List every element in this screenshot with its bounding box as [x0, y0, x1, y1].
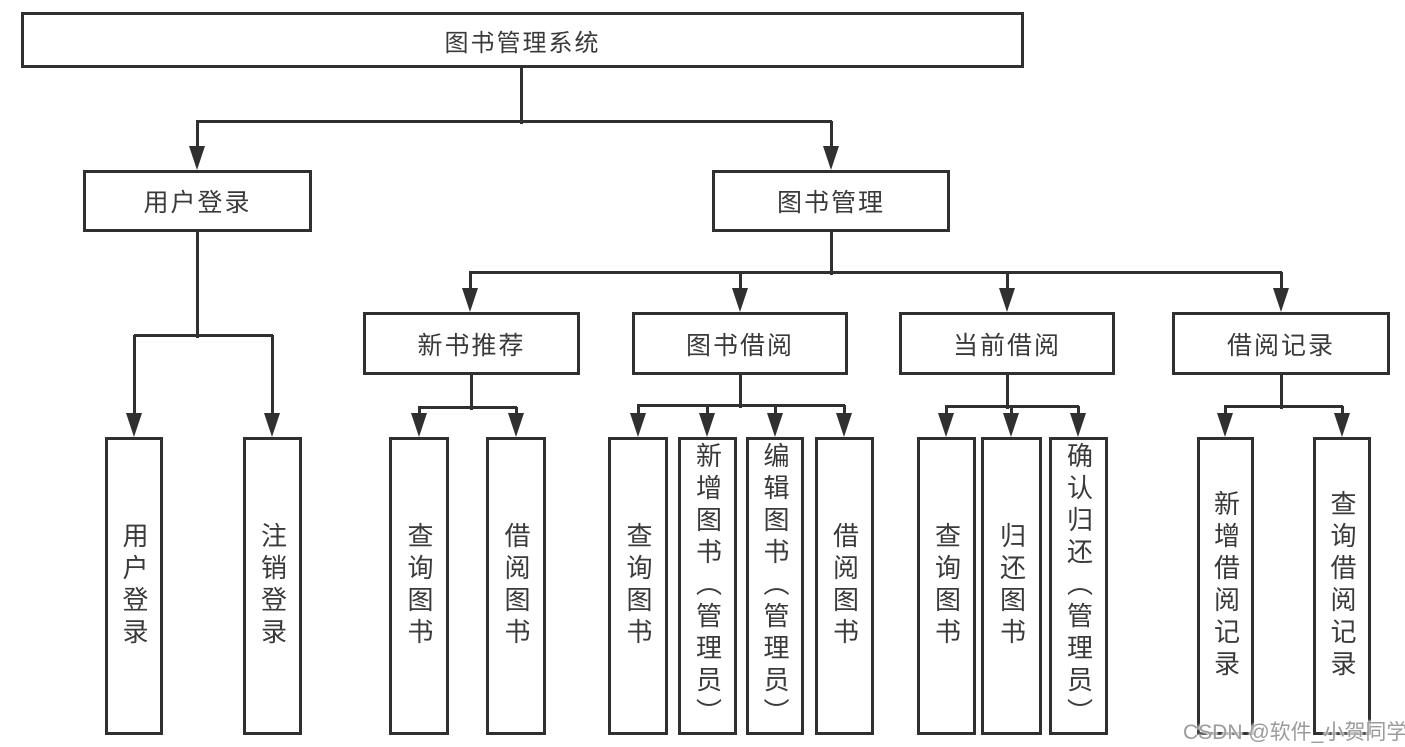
arrow-head-icon [767, 413, 783, 437]
arrow-head-icon [1273, 288, 1289, 312]
connector-line [469, 270, 1282, 274]
leaf-query-books-current: 查询图书 [917, 437, 976, 735]
leaf-return-book: 归还图书 [981, 437, 1042, 735]
connector-line [1223, 406, 1227, 419]
arrow-head-icon [126, 413, 142, 437]
arrow-head-icon [938, 413, 954, 437]
connector-line [270, 335, 274, 419]
leaf-edit-book-admin: 编辑图书（管理员） [746, 437, 804, 735]
leaf-query-books-borrowing: 查询图书 [608, 437, 668, 735]
arrow-head-icon [189, 146, 205, 170]
node-book-management: 图书管理 [712, 170, 950, 232]
arrow-head-icon [1217, 413, 1233, 437]
leaf-borrow-books: 借阅图书 [815, 437, 874, 735]
connector-line [519, 68, 523, 124]
connector-line [738, 375, 742, 408]
leaf-add-book-admin: 新增图书（管理员） [678, 437, 737, 735]
arrow-head-icon [462, 288, 478, 312]
node-label: 查询图书 [404, 522, 434, 650]
node-label: 借阅图书 [501, 522, 531, 650]
arrow-head-icon [823, 146, 839, 170]
arrow-head-icon [1003, 413, 1019, 437]
node-label: 图书管理 [776, 189, 885, 217]
node-label: 注销登录 [257, 522, 288, 650]
connector-line [1005, 375, 1009, 409]
arrow-head-icon [508, 413, 524, 437]
node-borrowing-records: 借阅记录 [1172, 312, 1390, 375]
connector-line [1224, 404, 1343, 408]
connector-line [738, 272, 742, 295]
node-label: 查询图书 [623, 522, 653, 650]
connector-line [1009, 406, 1013, 419]
connector-line [842, 405, 846, 419]
connector-line [195, 121, 199, 152]
connector-line [468, 272, 472, 295]
connector-line [1005, 272, 1009, 295]
node-label: 新增借阅记录 [1210, 490, 1241, 682]
arrow-head-icon [732, 288, 748, 312]
connector-line [1279, 272, 1283, 295]
connector-line [1279, 375, 1283, 409]
node-label: 归还图书 [996, 522, 1027, 650]
arrow-head-icon [999, 288, 1015, 312]
connector-line [1076, 406, 1080, 419]
node-book-borrowing: 图书借阅 [632, 312, 848, 375]
leaf-borrow-books-recommend: 借阅图书 [486, 437, 546, 735]
connector-line [469, 375, 473, 410]
arrow-head-icon [411, 413, 427, 437]
node-user-login: 用户登录 [83, 170, 312, 232]
arrow-head-icon [630, 413, 646, 437]
csdn-watermark: CSDN @软件_小贺同学 [1183, 721, 1405, 744]
node-label: 借阅记录 [1226, 331, 1335, 360]
node-current-borrowing: 当前借阅 [899, 312, 1115, 375]
arrow-head-icon [699, 413, 715, 437]
connector-line [944, 406, 948, 419]
leaf-user-login: 用户登录 [105, 437, 163, 735]
connector-line [829, 232, 833, 275]
node-library-management-system: 图书管理系统 [21, 12, 1024, 68]
node-label: 新书推荐 [417, 331, 526, 360]
node-label: 图书管理系统 [444, 29, 601, 57]
arrow-head-icon [836, 413, 852, 437]
node-label: 图书借阅 [685, 331, 794, 360]
connector-line [134, 333, 273, 337]
leaf-query-borrow-record: 查询借阅记录 [1313, 437, 1371, 735]
node-label: 编辑图书（管理员） [760, 442, 790, 730]
node-label: 新增图书（管理员） [692, 442, 723, 730]
leaf-add-borrow-record: 新增借阅记录 [1197, 437, 1254, 735]
connector-line [636, 405, 640, 419]
connector-line [773, 405, 777, 419]
node-label: 用户登录 [143, 189, 252, 217]
node-label: 当前借阅 [952, 331, 1061, 360]
connector-line [705, 405, 709, 419]
arrow-head-icon [1070, 413, 1086, 437]
node-label: 借阅图书 [829, 522, 860, 650]
leaf-logout: 注销登录 [243, 437, 302, 735]
connector-line [829, 121, 833, 152]
leaf-confirm-return-admin: 确认归还（管理员） [1049, 437, 1108, 735]
connector-line [1340, 406, 1344, 419]
arrow-head-icon [264, 413, 280, 437]
connector-line [132, 335, 136, 419]
arrow-head-icon [1334, 413, 1350, 437]
connector-line [195, 232, 199, 338]
node-new-book-recommendation: 新书推荐 [363, 312, 580, 375]
leaf-query-books-recommend: 查询图书 [389, 437, 449, 735]
node-label: 用户登录 [119, 522, 149, 650]
node-label: 确认归还（管理员） [1063, 442, 1094, 730]
connector-line [418, 405, 517, 409]
connector-line [196, 119, 832, 123]
node-label: 查询图书 [931, 522, 962, 650]
node-label: 查询借阅记录 [1327, 490, 1357, 682]
